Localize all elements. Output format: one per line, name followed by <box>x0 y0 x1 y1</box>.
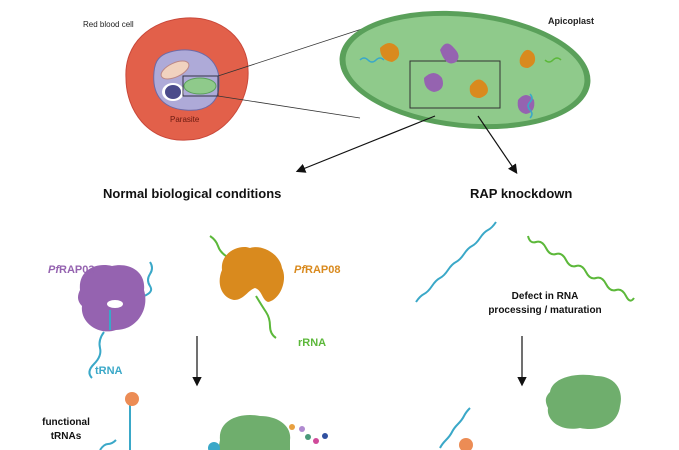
label-functional-trnas: functional tRNAs <box>40 416 92 444</box>
pfrap03-protein <box>78 261 153 379</box>
pfrap08-protein <box>209 235 285 339</box>
label-trna: tRNA <box>95 365 123 377</box>
label-pfrap03-species: Pf <box>48 264 59 276</box>
label-defect-line1: Defect in RNA <box>511 291 579 302</box>
label-defect-line2: processing / maturation <box>488 305 602 316</box>
label-pfrap08-name: RAP08 <box>305 264 341 276</box>
ribosome-translating <box>208 415 328 450</box>
label-functional-line1: functional <box>42 417 90 428</box>
small-apicoplast <box>183 77 217 95</box>
unprocessed-trna <box>415 221 497 303</box>
label-red-blood-cell: Red blood cell <box>83 20 134 29</box>
label-pfrap08: PfRAP08 <box>294 264 340 276</box>
unprocessed-rrna <box>527 235 635 302</box>
label-pfrap03-name: RAP03 <box>59 264 95 276</box>
label-apicoplast: Apicoplast <box>548 16 595 26</box>
label-rrna: rRNA <box>298 337 327 349</box>
red-blood-cell <box>125 17 249 141</box>
arrow-to-normal <box>295 115 436 173</box>
mitochondrion-icon <box>160 60 190 80</box>
label-functional-line2: tRNAs <box>50 431 82 442</box>
label-pfrap03: PfRAP03 <box>48 264 94 276</box>
label-parasite: Parasite <box>170 115 200 124</box>
functional-trna-icon <box>99 392 139 450</box>
label-pfrap08-species: Pf <box>294 264 305 276</box>
knockdown-ribosome <box>545 374 621 430</box>
apicoplast <box>339 10 591 130</box>
knockdown-trna-icon <box>439 407 473 450</box>
arrow-to-knockdown <box>477 115 518 174</box>
label-defect: Defect in RNA processing / maturation <box>480 290 610 318</box>
heading-normal-conditions: Normal biological conditions <box>103 186 282 201</box>
heading-rap-knockdown: RAP knockdown <box>470 186 573 201</box>
